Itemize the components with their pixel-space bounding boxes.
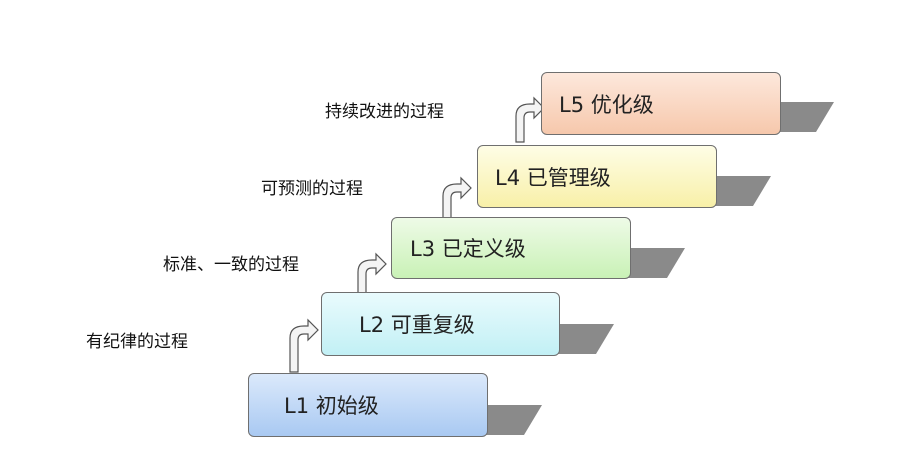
level-3-box: L3 已定义级: [391, 217, 631, 279]
level-1-box: L1 初始级: [248, 373, 488, 437]
step-shadow-2: [556, 324, 614, 354]
up-arrow-icon: [289, 318, 319, 373]
step-shadow-1: [484, 405, 542, 435]
level-4-box: L4 已管理级: [477, 145, 717, 208]
step-shadow-5: [776, 102, 834, 132]
up-arrow-icon: [515, 96, 545, 143]
step-shadow-4: [713, 176, 771, 206]
process-label-4: 持续改进的过程: [325, 102, 444, 122]
level-1-label: L1 初始级: [284, 394, 379, 418]
level-4-label: L4 已管理级: [495, 165, 611, 190]
level-5-label: L5 优化级: [559, 92, 654, 117]
process-label-2: 标准、一致的过程: [163, 255, 299, 275]
level-3-label: L3 已定义级: [410, 237, 526, 261]
level-5-box: L5 优化级: [541, 72, 781, 135]
process-label-3: 可预测的过程: [261, 179, 363, 199]
level-2-label: L2 可重复级: [359, 313, 475, 337]
up-arrow-icon: [442, 176, 472, 221]
up-arrow-icon: [357, 252, 387, 297]
process-label-1: 有纪律的过程: [86, 332, 188, 352]
step-shadow-3: [627, 248, 685, 278]
level-2-box: L2 可重复级: [321, 292, 560, 356]
